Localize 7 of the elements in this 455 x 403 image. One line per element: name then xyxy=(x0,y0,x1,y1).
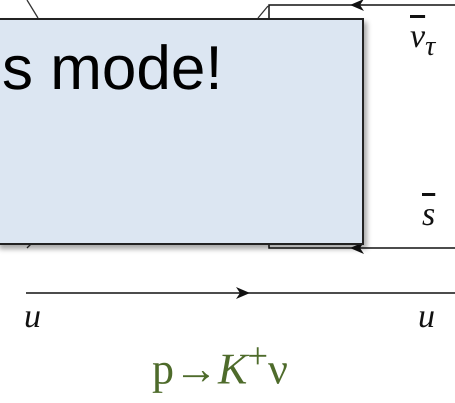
particle-label: s xyxy=(422,198,436,232)
particle-label: u xyxy=(418,300,435,334)
particle-label: ν$_{τ}$ xyxy=(410,20,436,62)
overlay-box xyxy=(0,18,364,245)
decay-formula: p→K$^{+}$ν xyxy=(152,338,288,392)
particle-label: u xyxy=(24,300,41,334)
overlay-text: s mode! xyxy=(2,38,223,100)
